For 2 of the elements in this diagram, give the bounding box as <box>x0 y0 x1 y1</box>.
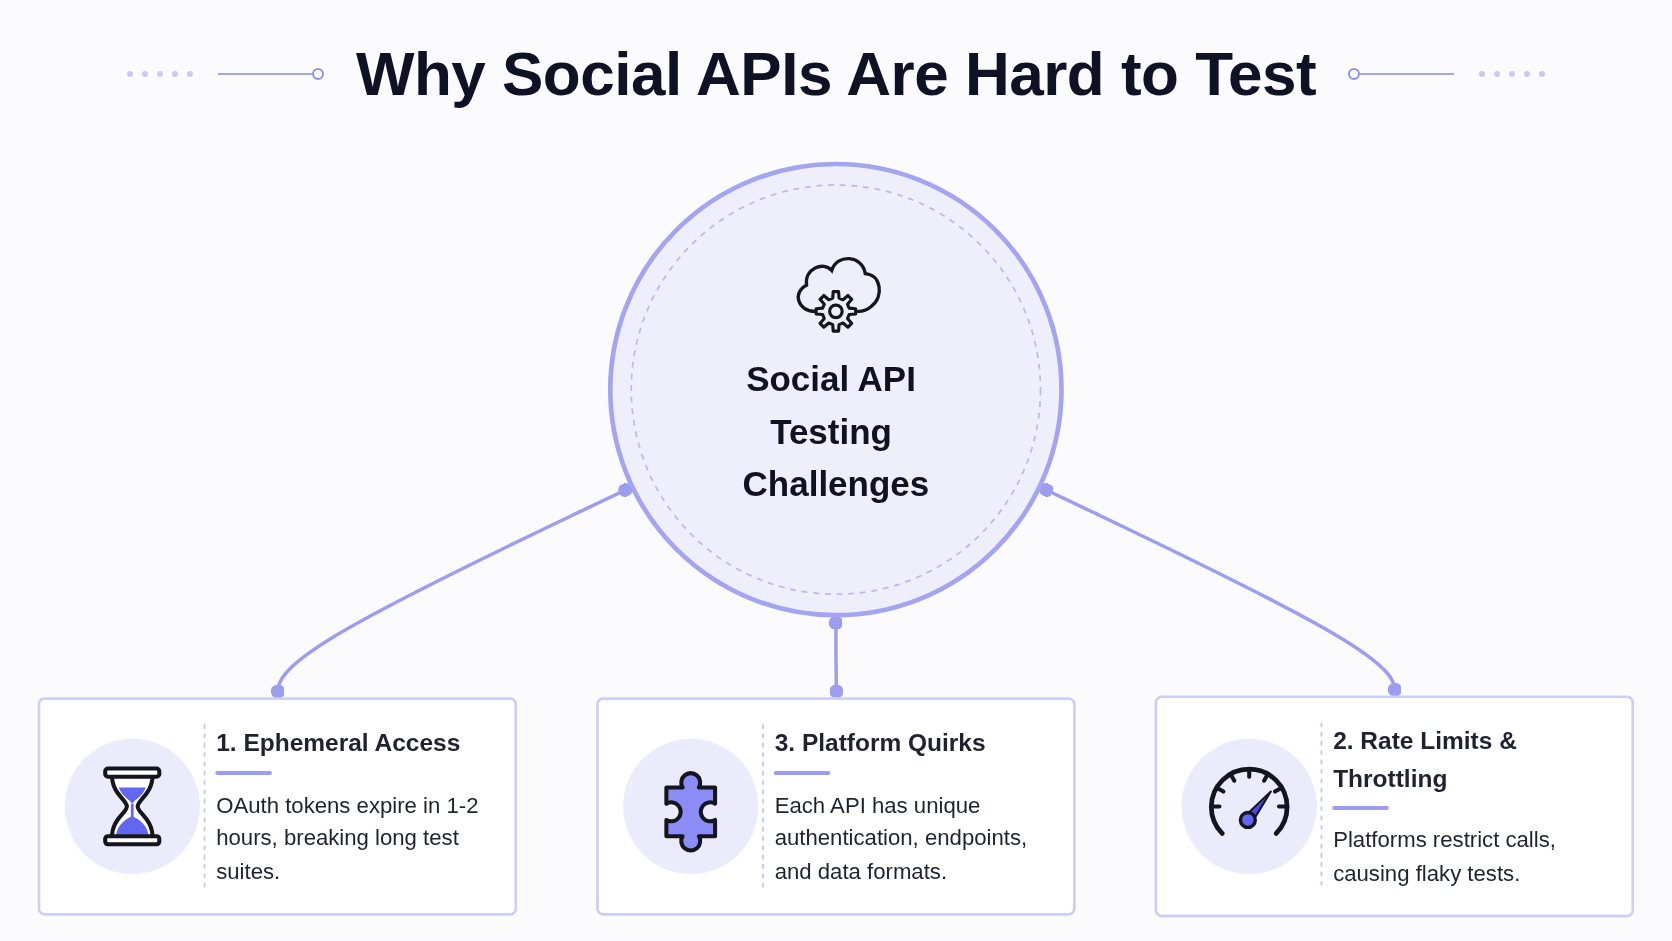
node-circle: Social API Testing Challenges <box>608 161 1064 618</box>
title: Why Social APIs Are Hard to Test <box>355 38 1317 109</box>
